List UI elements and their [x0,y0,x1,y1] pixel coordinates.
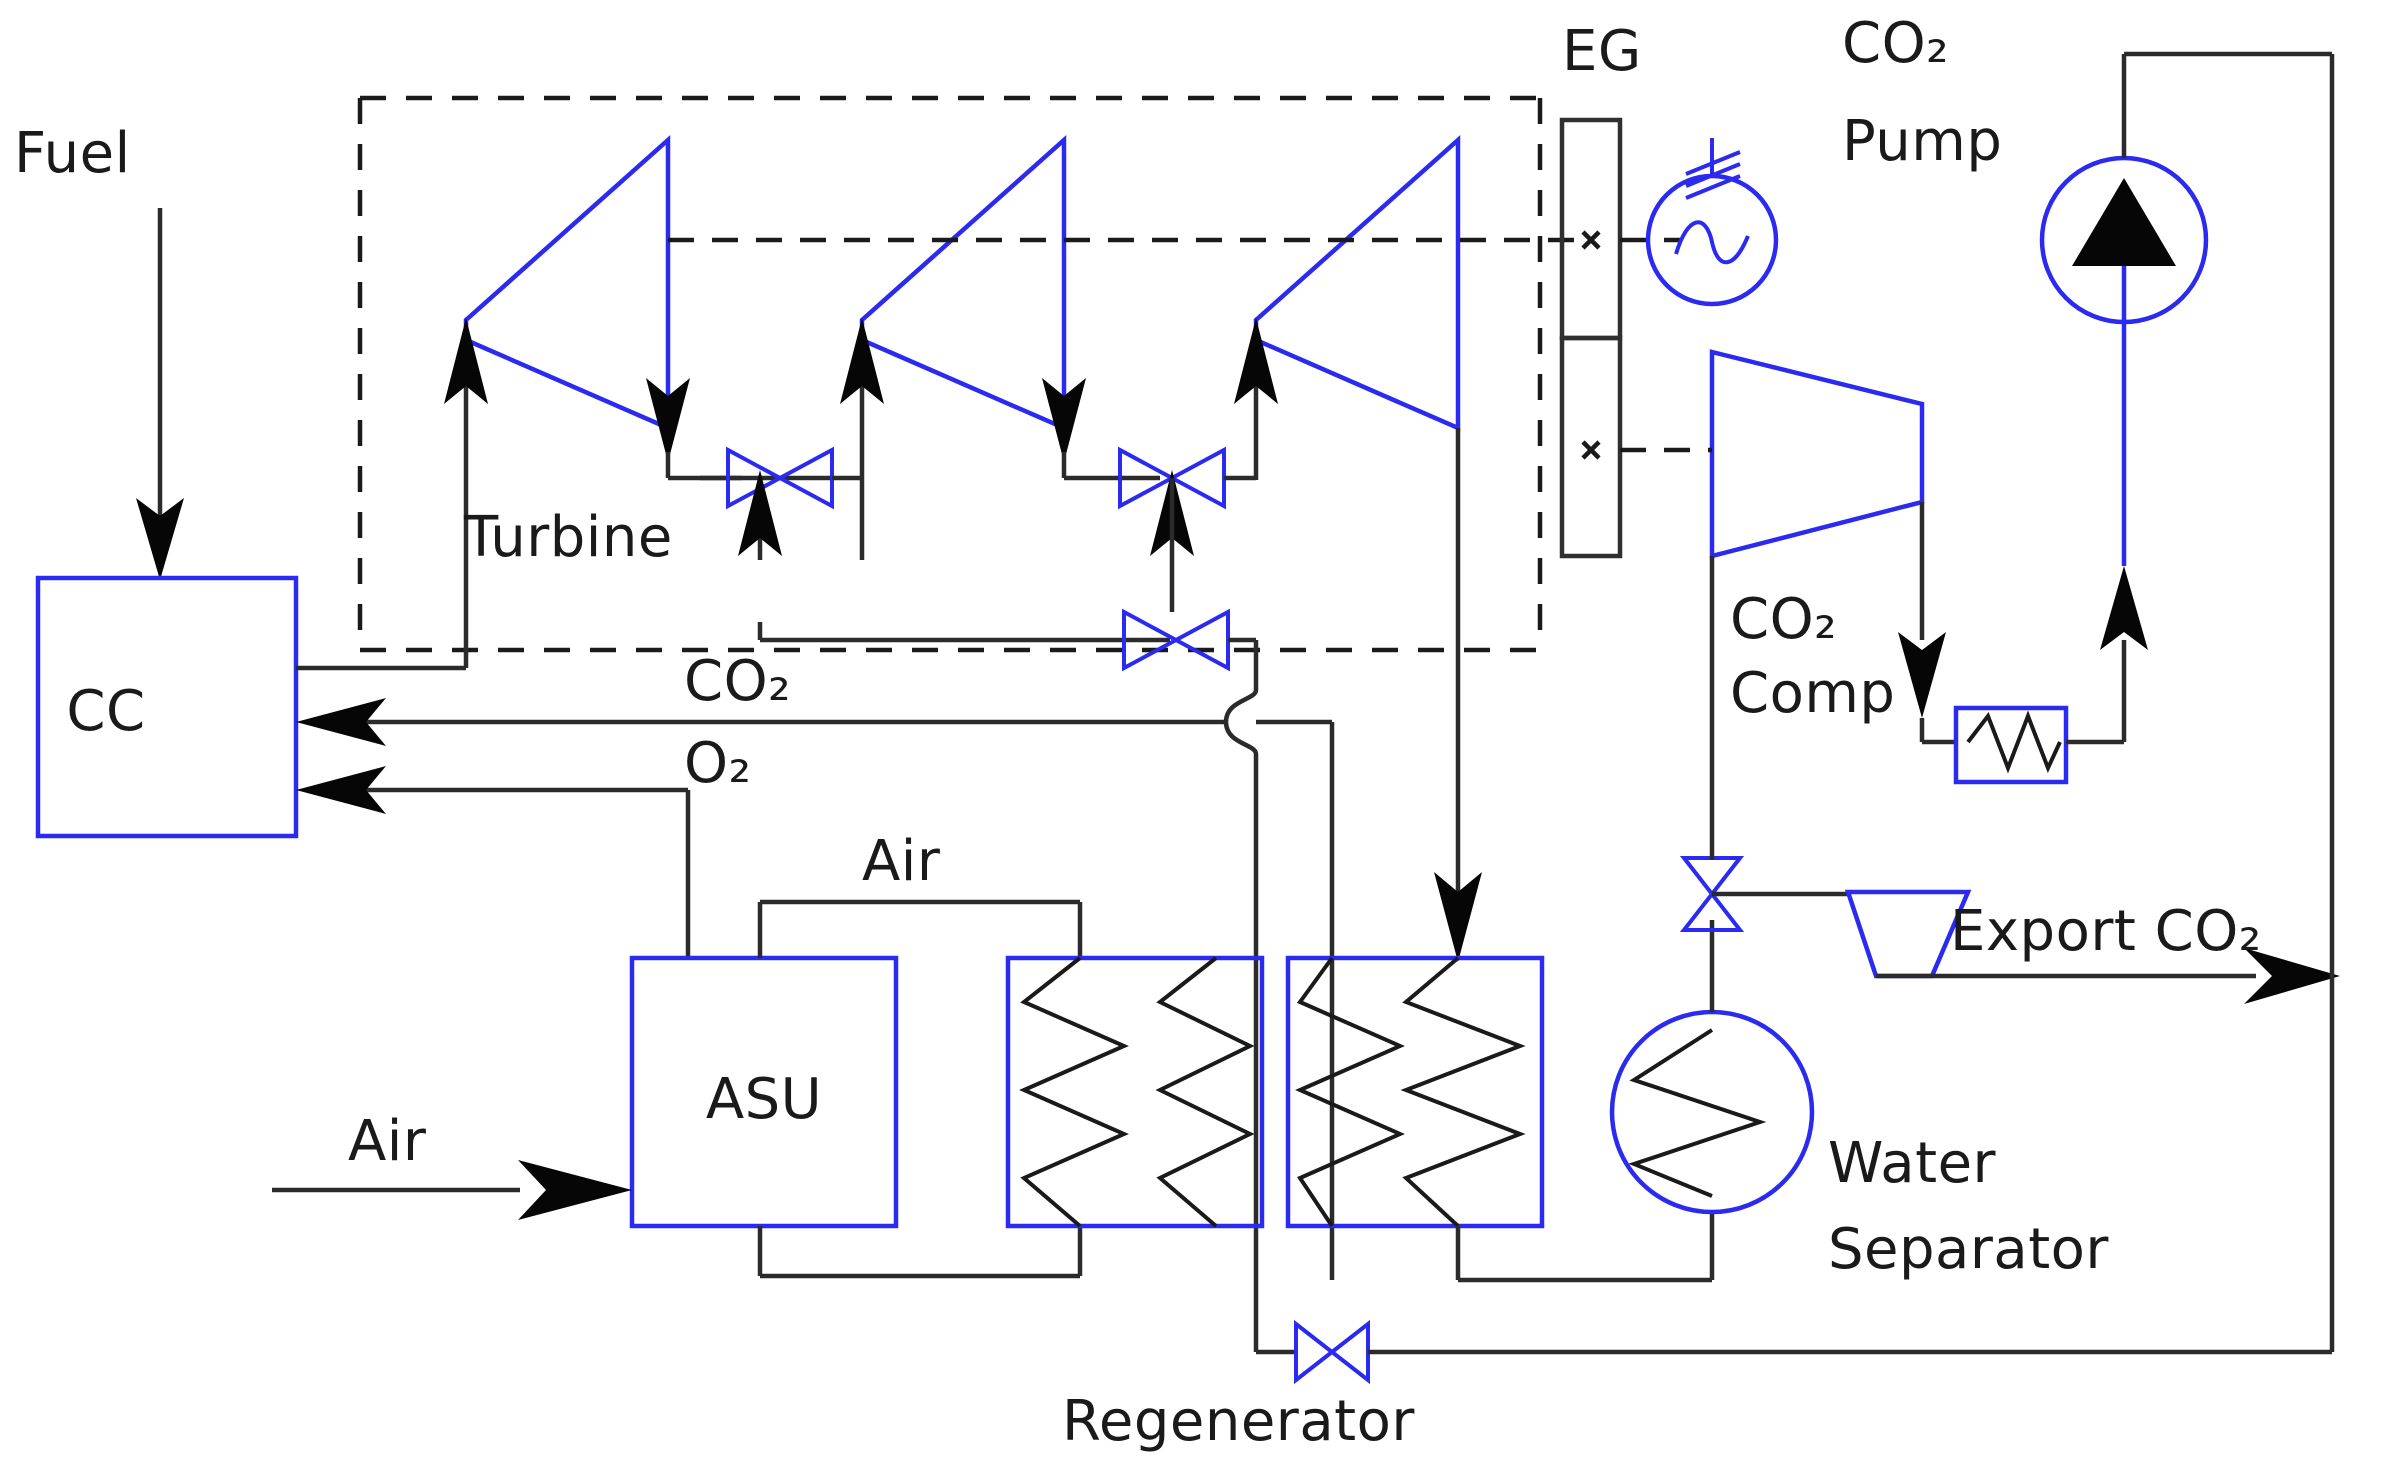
turbine-1-inlet-arrowhead [444,318,488,404]
turbine-3-exhaust-arrowhead [1434,872,1482,962]
cooler-box[interactable] [1953,705,2069,785]
label-o2: O₂ [684,731,752,796]
regenerator-1-coil-b [1155,956,1255,1228]
label-co2-pump-line1: CO₂ [1842,11,1949,76]
water-separator-body[interactable] [1609,1009,1815,1215]
o2-arrowhead [296,766,386,814]
air-inlet-arrowhead [518,1160,632,1220]
fuel-arrowhead [136,498,184,580]
label-eg: EG [1562,19,1642,84]
label-regenerator: Regenerator [1062,1389,1415,1454]
line-hop-crossing [1223,689,1259,755]
co2-pump-impeller-triangle [2072,178,2176,266]
turbine-3-body[interactable] [1253,134,1461,432]
label-water-separator-line2: Separator [1828,1217,2109,1282]
co2-recycle-arrowhead [296,698,386,746]
cc-box[interactable] [35,575,299,839]
export-co2-arrowhead [2244,948,2340,1004]
label-cc: CC [66,679,145,744]
label-co2-comp-line2: Comp [1730,661,1895,726]
gearbox-lower[interactable] [1559,335,1623,559]
label-water-separator-line1: Water [1828,1131,1997,1196]
label-asu: ASU [706,1067,822,1132]
generator-terminal-icon [1685,150,1741,200]
cooler-zigzag [1966,710,2062,774]
regenerator-2-box[interactable] [1285,955,1545,1229]
turbine-1-outlet-arrowhead [646,378,690,462]
asu-box[interactable] [629,955,899,1229]
regenerator-1-box[interactable] [1005,955,1265,1229]
co2-pump-inlet-arrowhead [2100,566,2148,650]
gearbox-upper[interactable] [1559,117,1623,341]
co2-comp-discharge-arrowhead [1898,632,1946,718]
reheat-1-arrowhead [738,470,782,556]
turbine-1-body[interactable] [463,134,671,432]
label-co2-comp-line1: CO₂ [1730,587,1837,652]
label-export-co2: Export CO₂ [1950,899,2262,964]
turbine-2-inlet-arrowhead [840,318,884,404]
generator-sine-icon [1674,220,1750,265]
label-co2-pump-line2: Pump [1842,109,2002,174]
turbine-3-inlet-arrowhead [1234,318,1278,404]
label-air-inlet: Air [348,1109,427,1174]
gearbox-lower-coupling-icon [1581,440,1601,460]
valve-regen[interactable] [1294,1319,1370,1385]
label-co2-recycle: CO₂ [684,649,791,714]
turbine-2-outlet-arrowhead [1042,378,1086,462]
system-boundary [357,95,1543,653]
label-fuel: Fuel [14,121,131,186]
gearbox-upper-coupling-icon [1581,230,1601,250]
label-air-regen: Air [862,829,941,894]
regenerator-2-coil-b [1400,956,1526,1228]
label-turbine: Turbine [463,505,673,570]
turbine-2-body[interactable] [859,134,1067,432]
co2-comp-body[interactable] [1709,349,1925,559]
regenerator-2-coil-a [1295,956,1405,1228]
regenerator-1-coil-a [1019,956,1129,1228]
water-separator-coil [1628,1028,1767,1198]
